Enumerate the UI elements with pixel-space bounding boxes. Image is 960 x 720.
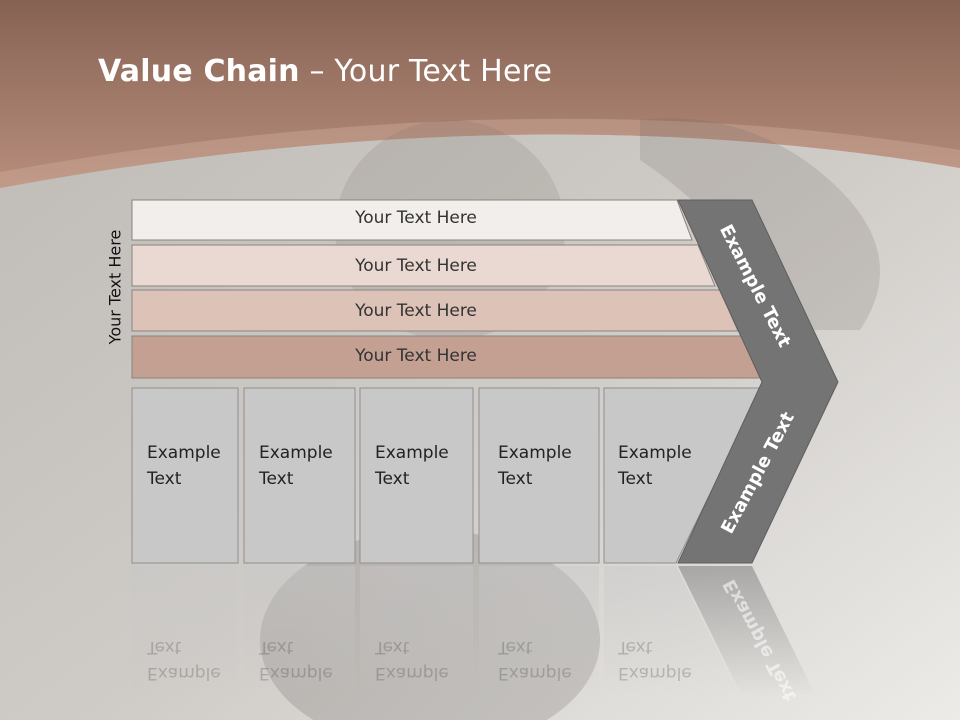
bar-4-label: Your Text Here <box>355 346 477 366</box>
reflection <box>132 566 816 696</box>
box-3[interactable] <box>359 387 474 564</box>
box-4[interactable] <box>478 387 600 564</box>
chevron-arrow[interactable] <box>677 199 839 564</box>
box-2[interactable] <box>243 387 356 564</box>
bar-2[interactable] <box>131 244 716 287</box>
box-1[interactable] <box>131 387 239 564</box>
slide-title: Value Chain – Your Text Here <box>98 54 553 89</box>
bar-1[interactable] <box>131 199 693 241</box>
bar-1-label: Your Text Here <box>355 208 477 228</box>
bar-2-label: Your Text Here <box>355 256 477 276</box>
bar-3-label: Your Text Here <box>355 301 477 321</box>
box-5[interactable] <box>603 387 763 564</box>
